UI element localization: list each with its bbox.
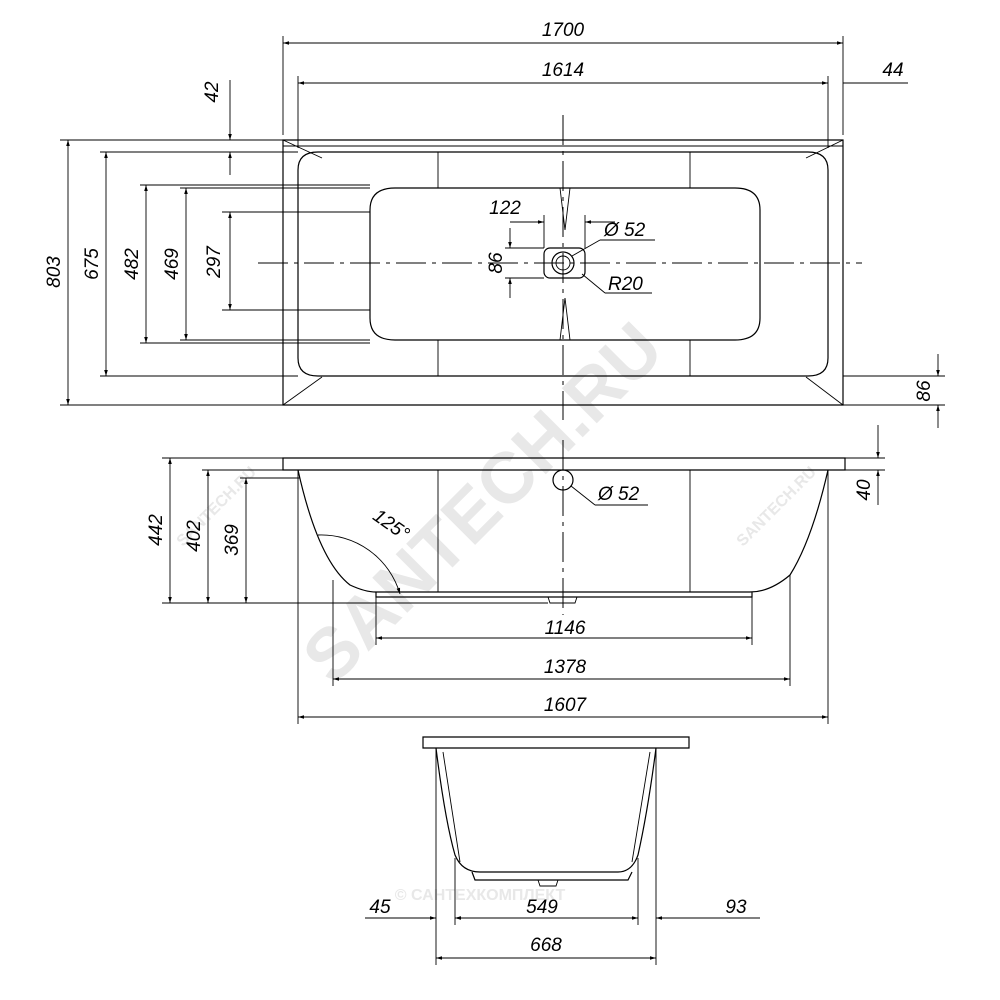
dim-86-rim: 86 <box>914 380 935 402</box>
dim-482: 482 <box>122 248 143 280</box>
dim-45: 45 <box>369 897 391 918</box>
dim-1614: 1614 <box>542 60 584 81</box>
side-view: Ø 52 125° 442 402 369 40 1146 1378 <box>146 425 885 724</box>
dim-469: 469 <box>162 248 183 280</box>
watermark-bottom: © САНТЕХКОМПЛЕКТ <box>395 887 566 904</box>
dim-803: 803 <box>44 256 65 288</box>
dim-1146: 1146 <box>545 618 586 639</box>
dim-369: 369 <box>222 524 243 556</box>
dim-40: 40 <box>854 479 875 501</box>
top-view: 1700 1614 44 42 803 675 482 469 <box>44 20 945 428</box>
dim-668: 668 <box>530 935 562 956</box>
dim-86-drain: 86 <box>486 252 507 274</box>
dim-r20: R20 <box>608 274 643 295</box>
dim-122: 122 <box>489 198 521 219</box>
dim-297: 297 <box>204 245 225 279</box>
dim-1607: 1607 <box>544 695 588 716</box>
dim-93: 93 <box>725 897 747 918</box>
dim-1378: 1378 <box>544 657 587 678</box>
dim-442: 442 <box>146 514 167 546</box>
dim-675: 675 <box>82 248 103 280</box>
end-view: 45 549 93 668 <box>365 736 760 965</box>
dim-42: 42 <box>202 81 223 103</box>
dim-549: 549 <box>526 897 558 918</box>
dim-1700: 1700 <box>542 20 585 41</box>
dim-402: 402 <box>184 520 205 552</box>
dim-diameter-52-side: Ø 52 <box>597 484 640 505</box>
watermark-small-right: SANTECH.RU <box>734 464 820 550</box>
dim-diameter-52-top: Ø 52 <box>603 220 646 241</box>
dim-44: 44 <box>882 60 903 81</box>
